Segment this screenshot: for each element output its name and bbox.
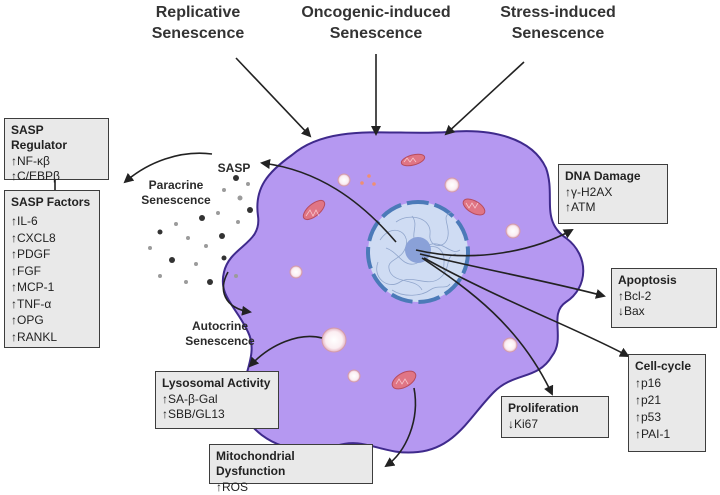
box-item: ↑TNF-α bbox=[11, 296, 52, 311]
lysosomal-activity-box: Lysosomal Activity ↑SA-β-Gal ↑SBB/GL13 bbox=[155, 371, 279, 429]
box-item: ↑CXCL8 bbox=[11, 230, 56, 245]
header-replicative-senescence: Replicative Senescence bbox=[118, 2, 278, 44]
header-line: Replicative bbox=[155, 4, 241, 21]
header-oncogenic-senescence: Oncogenic-induced Senescence bbox=[286, 2, 466, 44]
sasp-regulator-box: SASP Regulator ↑NF-κβ ↑C/EBPβ bbox=[4, 118, 109, 183]
box-item: ↑γ-H2AX bbox=[565, 185, 613, 199]
header-line: Senescence bbox=[329, 25, 423, 42]
header-line: Senescence bbox=[511, 25, 605, 42]
box-item: ↑FGF bbox=[11, 263, 41, 278]
box-title: Lysosomal Activity bbox=[162, 376, 271, 390]
box-title: Proliferation bbox=[508, 401, 579, 415]
box-item: ↑MCP-1 bbox=[11, 280, 55, 294]
mitochondrial-dysfunction-box: Mitochondrial Dysfunction ↑ROS bbox=[209, 444, 373, 494]
box-item: ↓Ki67 bbox=[508, 417, 539, 431]
box-item: ↑SA-β-Gal bbox=[162, 392, 218, 406]
box-item: ↑IL-6 bbox=[11, 214, 38, 228]
header-line: Stress-induced bbox=[500, 4, 616, 21]
sasp-factors-box: SASP Factors ↑IL-6 ↑CXCL8 ↑PDGF ↑FGF ↑MC… bbox=[4, 190, 100, 348]
box-item: ↑Bcl-2 bbox=[618, 289, 652, 303]
box-item: ↑RANKL bbox=[11, 329, 58, 344]
nucleus bbox=[366, 200, 470, 304]
vesicles bbox=[289, 173, 521, 383]
box-item: ↑OPG bbox=[11, 313, 44, 327]
header-stress-senescence: Stress-induced Senescence bbox=[478, 2, 638, 44]
label-line: Paracrine bbox=[148, 178, 204, 192]
box-title: Apoptosis bbox=[618, 273, 677, 287]
label-line: Senescence bbox=[141, 193, 211, 207]
box-item: ↑C/EBPβ bbox=[11, 169, 60, 183]
box-item: ↓Bax bbox=[618, 304, 645, 318]
arrows bbox=[54, 54, 630, 468]
box-item: ↑p53 bbox=[635, 410, 662, 424]
box-title: DNA Damage bbox=[565, 169, 641, 183]
box-title: Cell-cycle bbox=[635, 359, 692, 373]
box-item: ↑PDGF bbox=[11, 247, 51, 261]
box-title: SASP Factors bbox=[11, 195, 91, 209]
box-item: ↑NF-κβ bbox=[11, 154, 50, 168]
box-item: ↑PAI-1 bbox=[635, 427, 671, 441]
apoptosis-box: Apoptosis ↑Bcl-2 ↓Bax bbox=[611, 268, 717, 328]
sasp-label: SASP bbox=[217, 161, 251, 175]
sasp-particles bbox=[148, 175, 253, 285]
dna-damage-box: DNA Damage ↑γ-H2AX ↑ATM bbox=[558, 164, 668, 224]
proliferation-box: Proliferation ↓Ki67 bbox=[501, 396, 609, 438]
header-line: Senescence bbox=[151, 25, 245, 42]
box-item: ↑p21 bbox=[635, 393, 662, 407]
box-title: Mitochondrial Dysfunction bbox=[216, 449, 295, 478]
box-item: ↑p16 bbox=[635, 376, 662, 390]
label-line: Senescence bbox=[185, 334, 255, 348]
paracrine-senescence-label: Paracrine Senescence bbox=[134, 178, 218, 208]
header-line: Oncogenic-induced bbox=[301, 4, 451, 21]
box-item: ↑SBB/GL13 bbox=[162, 407, 225, 421]
cell-cycle-box: Cell-cycle ↑p16 ↑p21 ↑p53 ↑PAI-1 bbox=[628, 354, 706, 452]
box-title: SASP Regulator bbox=[11, 123, 68, 152]
label-line: Autocrine bbox=[191, 319, 248, 333]
box-item: ↑ATM bbox=[565, 200, 596, 214]
autocrine-senescence-label: Autocrine Senescence bbox=[178, 319, 262, 349]
